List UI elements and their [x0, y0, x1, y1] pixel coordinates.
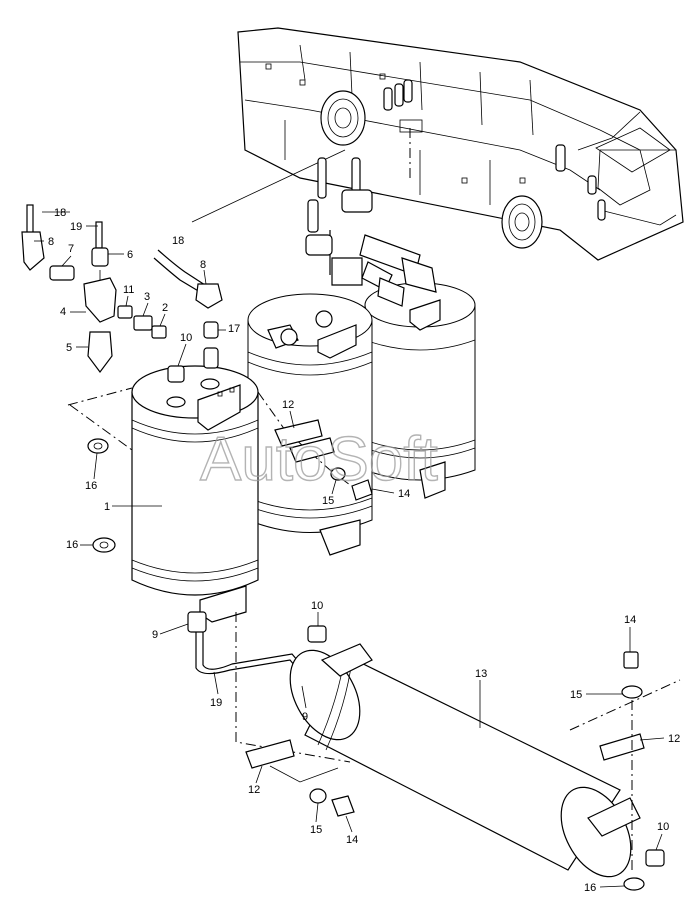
callout-11: 11	[123, 284, 134, 296]
washer-16	[623, 877, 645, 891]
center-line	[235, 612, 351, 763]
callout-12: 12	[282, 399, 294, 411]
center-line	[569, 679, 681, 731]
washer-15	[309, 788, 327, 804]
callout-19-b: 19	[210, 697, 222, 709]
callout-16-b: 16	[66, 539, 78, 551]
center-line	[257, 391, 351, 486]
callout-19: 19	[70, 221, 82, 233]
hose-19	[202, 628, 305, 670]
bus-illustration	[237, 27, 684, 261]
screw-14	[331, 795, 355, 817]
callout-18: 18	[54, 207, 66, 219]
watermark: AutoSoft	[200, 425, 438, 494]
callout-4: 4	[60, 306, 66, 318]
callout-15: 15	[322, 495, 334, 507]
callout-15-b: 15	[310, 824, 322, 836]
center-line	[69, 404, 133, 451]
air-tank-1	[131, 365, 259, 623]
callout-18-hose: 18	[172, 235, 184, 247]
washer-16	[92, 537, 116, 553]
callout-9: 9	[152, 629, 158, 641]
callout-8-b: 8	[200, 259, 206, 271]
callout-13: 13	[475, 668, 487, 680]
center-line	[67, 387, 133, 406]
callout-7: 7	[68, 243, 74, 255]
coupling-17	[203, 321, 219, 339]
callout-15-c: 15	[570, 689, 582, 701]
callout-10-b: 10	[311, 600, 323, 612]
washer-16	[87, 438, 109, 454]
callout-12-c: 12	[668, 733, 680, 745]
callouts: 18 8 19 7 6 18 8 11 3 2 4 5 17 10 12 16 …	[34, 207, 680, 894]
callout-9-b: 9	[302, 711, 308, 723]
callout-14-b: 14	[346, 834, 358, 846]
connector-17	[203, 347, 219, 369]
screw-14	[351, 479, 373, 501]
callout-17: 17	[228, 323, 240, 335]
fitting-9	[187, 611, 207, 633]
callout-10-c: 10	[657, 821, 669, 833]
callout-16: 16	[85, 480, 97, 492]
callout-6: 6	[127, 249, 133, 261]
fittings-cluster	[21, 204, 223, 373]
callout-1: 1	[104, 501, 110, 513]
callout-14-c: 14	[624, 614, 636, 626]
bracket-12	[289, 437, 335, 463]
washer-15	[621, 685, 643, 699]
air-tank-13	[289, 643, 641, 878]
callout-3: 3	[144, 291, 150, 303]
callout-2: 2	[162, 302, 168, 314]
callout-8: 8	[48, 236, 54, 248]
drain-plug-10	[307, 625, 327, 643]
callout-10: 10	[180, 332, 192, 344]
callout-14: 14	[398, 488, 410, 500]
screw-14	[623, 651, 639, 669]
hose-19	[195, 628, 301, 675]
bracket-12	[274, 419, 323, 447]
callout-5: 5	[66, 342, 72, 354]
washer-15	[330, 467, 346, 481]
callout-16-c: 16	[584, 882, 596, 894]
bracket-12	[599, 733, 645, 761]
drain-plug-10	[645, 849, 665, 867]
callout-12-b: 12	[248, 784, 260, 796]
drain-plug-10	[167, 365, 185, 383]
bracket-12	[245, 739, 295, 769]
